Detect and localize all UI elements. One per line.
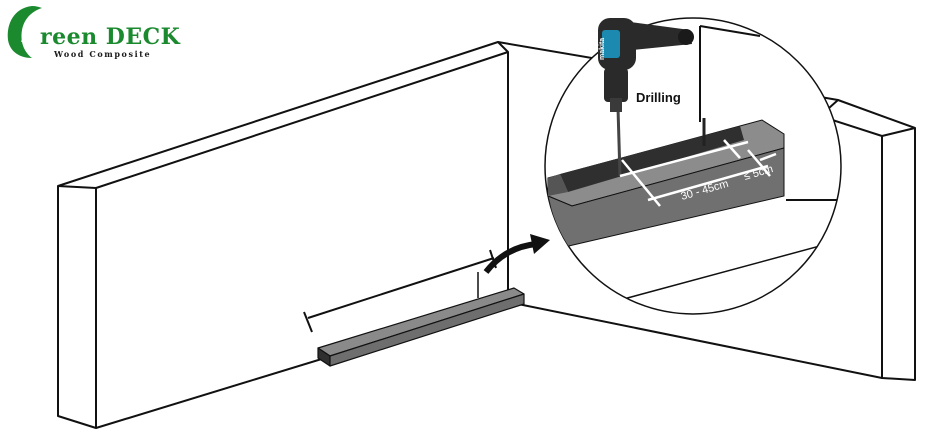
- detail-magnifier: 30 - 45cm ≤ 5cm Drilling: [544, 17, 842, 315]
- floor-edge-right: [507, 301, 883, 379]
- curved-arrow-head: [530, 234, 550, 254]
- drilling-label: Drilling: [636, 90, 681, 105]
- drill-icon: makita: [598, 18, 694, 112]
- joist: [317, 287, 525, 367]
- leaf-logo-icon: [7, 6, 49, 58]
- curved-arrow-icon: [483, 241, 537, 274]
- brand-logo: reen DECK Wood Composite: [2, 2, 180, 62]
- drill-brand: makita: [599, 38, 606, 60]
- brand-name: reen DECK: [40, 24, 181, 50]
- brand-tagline: Wood Composite: [54, 49, 152, 59]
